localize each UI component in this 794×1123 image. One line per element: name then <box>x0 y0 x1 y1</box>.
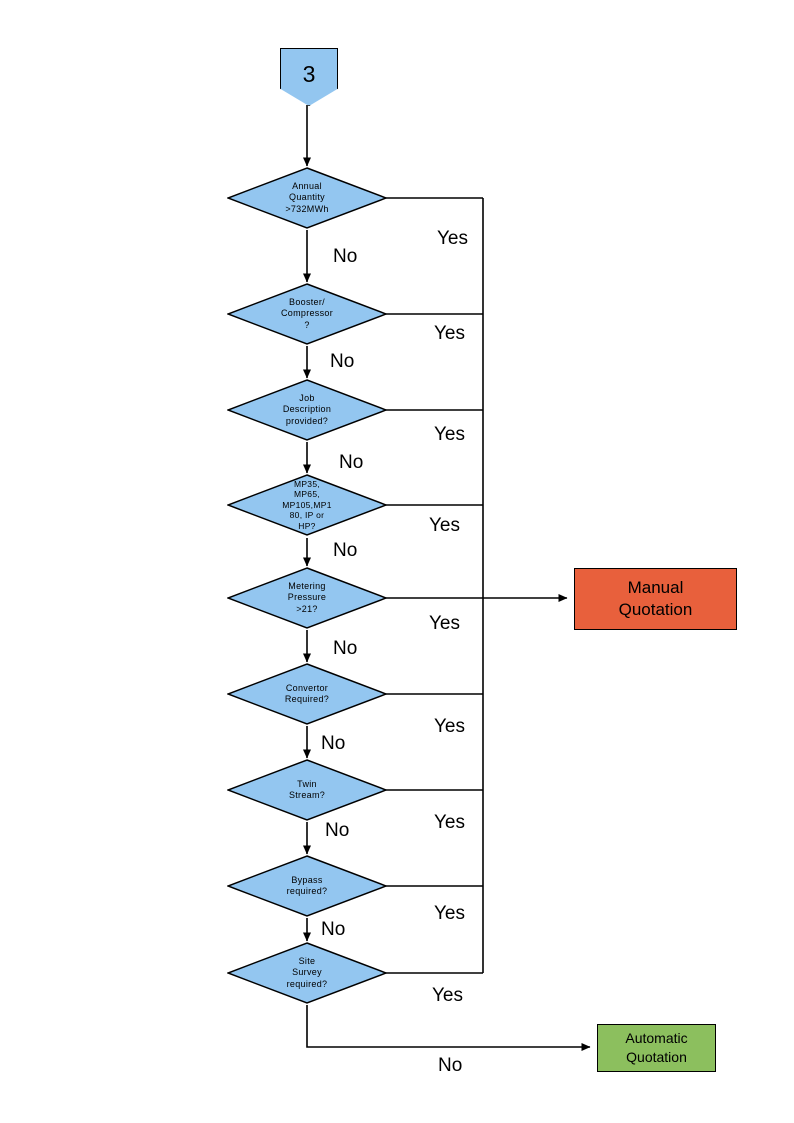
edge-label-yes-metering-pressure: Yes <box>429 613 460 634</box>
decision-label: Job Description provided? <box>282 392 332 426</box>
edge-label-yes-twin-stream: Yes <box>434 812 465 833</box>
edge-label-no-bypass: No <box>321 919 346 940</box>
edge-label-no-twin-stream: No <box>325 820 350 841</box>
edge-label-no-booster-compressor: No <box>330 351 355 372</box>
decision-label: Convertor Required? <box>284 682 330 705</box>
decision-label: Twin Stream? <box>288 778 326 801</box>
decision-label: MP35, MP65, MP105,MP1 80, IP or HP? <box>282 478 332 531</box>
decision-pressure-tier[interactable]: MP35, MP65, MP105,MP1 80, IP or HP? <box>227 474 387 536</box>
decision-annual-quantity[interactable]: Annual Quantity >732MWh <box>227 167 387 229</box>
edge-label-yes-site-survey: Yes <box>432 985 463 1006</box>
decision-label: Bypass required? <box>286 874 328 897</box>
edge-label-no-pressure-tier: No <box>333 540 358 561</box>
decision-label: Metering Pressure >21? <box>287 580 327 614</box>
decision-booster-compressor[interactable]: Booster/ Compressor ? <box>227 283 387 345</box>
connector-node-label: 3 <box>302 61 316 87</box>
edge-label-no-convertor: No <box>321 733 346 754</box>
outcome-manual-quotation[interactable]: Manual Quotation <box>574 568 737 630</box>
diamond-shape <box>227 474 387 536</box>
diamond-shape <box>227 855 387 917</box>
decision-label: Site Survey required? <box>286 955 328 989</box>
decision-label: Annual Quantity >732MWh <box>285 180 329 214</box>
edge-label-yes-annual-quantity: Yes <box>437 228 468 249</box>
outcome-automatic-quotation[interactable]: Automatic Quotation <box>597 1024 716 1072</box>
decision-metering-pressure[interactable]: Metering Pressure >21? <box>227 567 387 629</box>
diamond-shape <box>227 567 387 629</box>
decision-job-description[interactable]: Job Description provided? <box>227 379 387 441</box>
edge-label-yes-bypass: Yes <box>434 903 465 924</box>
decision-twin-stream[interactable]: Twin Stream? <box>227 759 387 821</box>
edge-label-no-site-survey: No <box>438 1055 463 1076</box>
edge-label-yes-booster-compressor: Yes <box>434 323 465 344</box>
outcome-automatic-quotation-label: Automatic Quotation <box>625 1030 688 1065</box>
connector-node-3[interactable]: 3 <box>280 48 338 106</box>
decision-site-survey[interactable]: Site Survey required? <box>227 942 387 1004</box>
edge-label-no-annual-quantity: No <box>333 246 358 267</box>
edge-label-yes-job-description: Yes <box>434 424 465 445</box>
diamond-shape <box>227 663 387 725</box>
diamond-shape <box>227 379 387 441</box>
edge-label-yes-pressure-tier: Yes <box>429 515 460 536</box>
decision-convertor[interactable]: Convertor Required? <box>227 663 387 725</box>
diamond-shape <box>227 759 387 821</box>
decision-label: Booster/ Compressor ? <box>280 296 333 330</box>
outcome-manual-quotation-label: Manual Quotation <box>618 578 693 619</box>
edge-label-no-job-description: No <box>339 452 364 473</box>
diamond-shape <box>227 942 387 1004</box>
edge-label-yes-convertor: Yes <box>434 716 465 737</box>
diamond-shape <box>227 167 387 229</box>
diamond-shape <box>227 283 387 345</box>
edge-label-no-metering-pressure: No <box>333 638 358 659</box>
decision-bypass[interactable]: Bypass required? <box>227 855 387 917</box>
